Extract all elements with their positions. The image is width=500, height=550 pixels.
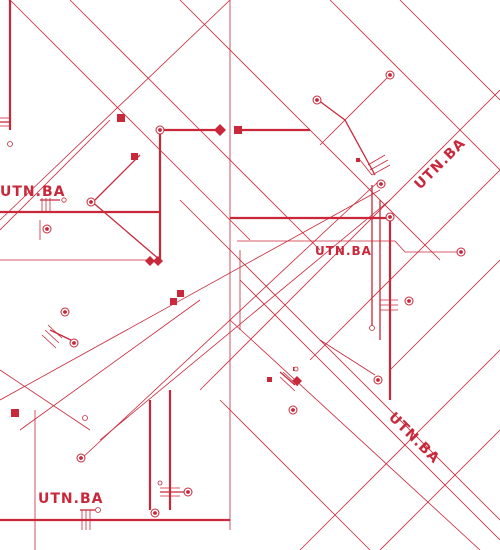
brand-label-center: UTN.BA [315,244,372,258]
node-markers [7,70,466,518]
brand-label-right: UTN.BA [412,135,470,193]
brand-label-left: UTN.BA [0,184,65,200]
brand-label-bottom: UTN.BA [38,491,103,507]
diamond-markers [145,124,302,386]
brand-label-lower-right: UTN.BA [385,410,443,468]
